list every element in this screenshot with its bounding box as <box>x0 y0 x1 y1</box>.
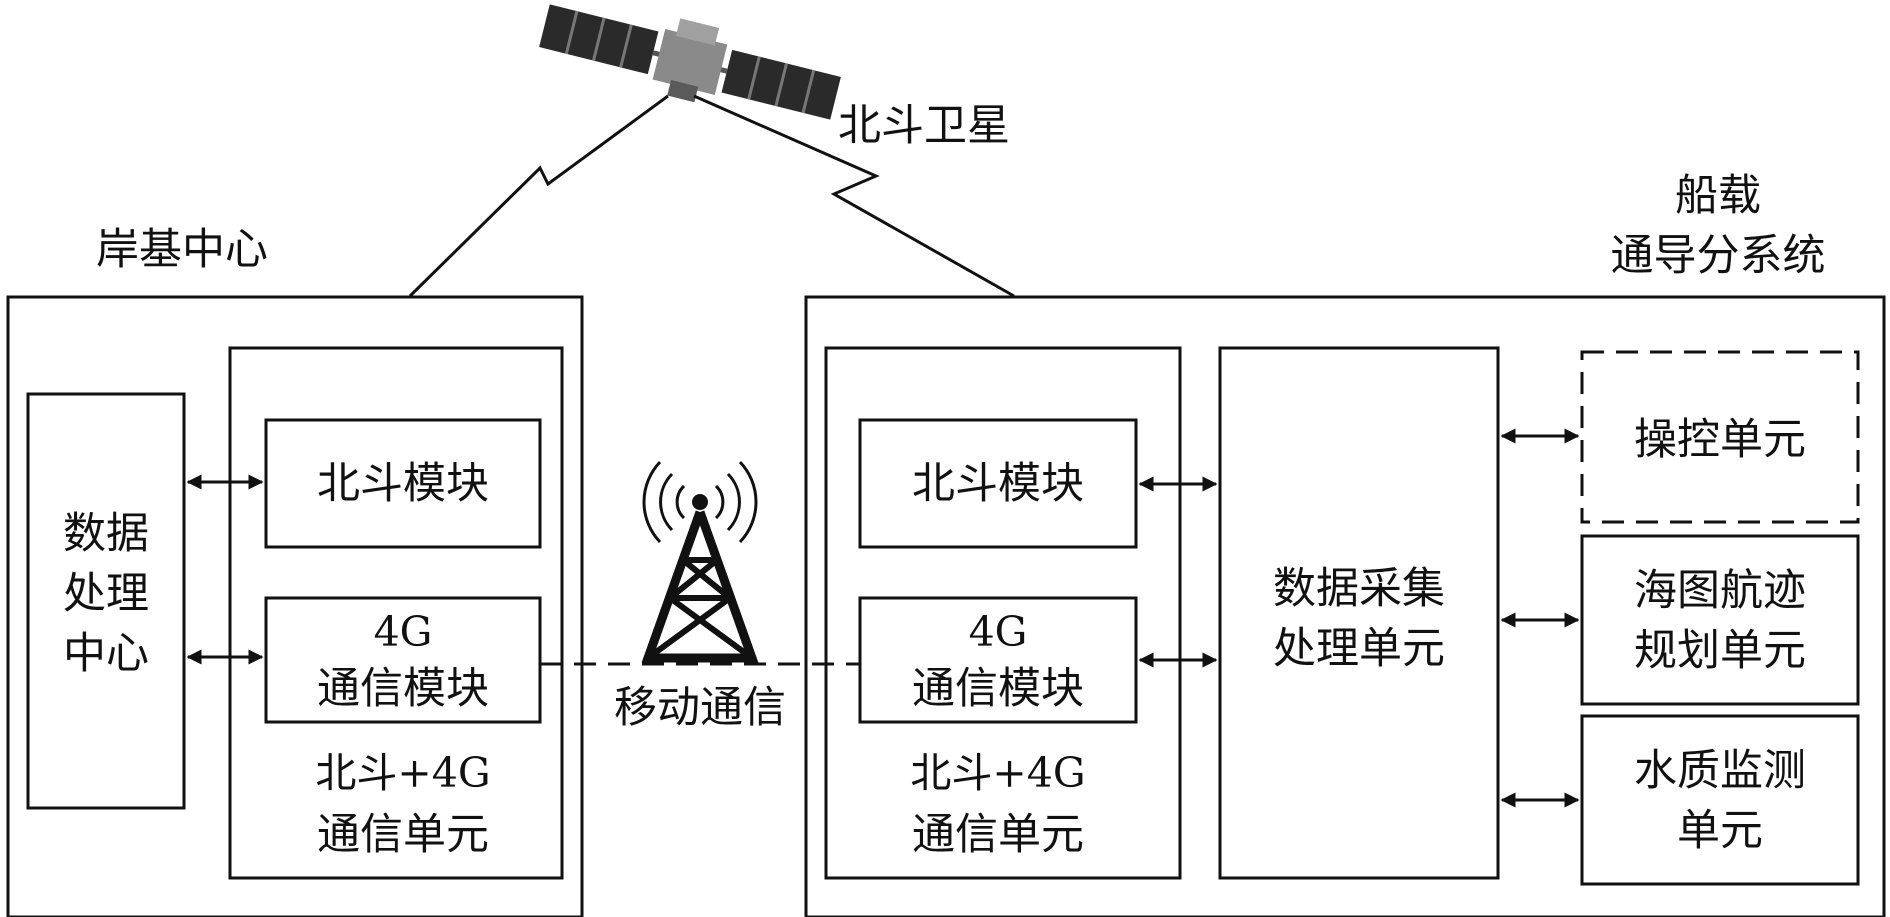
data-processing-center-line3: 中心 <box>63 629 149 679</box>
shore-beidou-module <box>264 418 542 549</box>
shore-comm-unit-label-line2: 通信单元 <box>317 810 489 860</box>
satellite-link-ship <box>693 94 1015 298</box>
ship-beidou-module <box>858 418 1138 549</box>
chart-route-planning-line2: 规划单元 <box>1634 626 1806 676</box>
data-processing-center <box>26 392 186 810</box>
satellite-label: 北斗卫星 <box>838 101 1010 151</box>
control-unit <box>1580 350 1860 524</box>
cell-tower-icon <box>641 460 759 663</box>
mobile-comm-label: 移动通信 <box>614 683 786 733</box>
ship-comm-unit-label-line1: 北斗+4G <box>910 749 1085 797</box>
chart-route-planning-unit <box>1580 534 1860 706</box>
ship-system-title-line1: 船载 <box>1675 171 1761 221</box>
ship-4g-module-line2: 通信模块 <box>912 664 1084 714</box>
control-unit-label: 操控单元 <box>1634 415 1806 465</box>
ship-4g-module-line1: 4G <box>969 608 1028 656</box>
shore-4g-module <box>264 596 542 724</box>
ship-system-title-line2: 通导分系统 <box>1611 231 1826 281</box>
shore-center-box <box>6 295 584 917</box>
shore-4g-module-line2: 通信模块 <box>317 664 489 714</box>
satellite-icon <box>539 4 841 120</box>
data-processing-center-line2: 处理 <box>63 569 149 619</box>
ship-comm-unit <box>824 346 1182 880</box>
water-quality-line2: 单元 <box>1677 806 1763 856</box>
ship-system-box <box>804 295 1886 917</box>
data-processing-center-line1: 数据 <box>63 509 149 559</box>
chart-route-planning-line1: 海图航迹 <box>1634 566 1806 616</box>
shore-center-title: 岸基中心 <box>96 225 268 275</box>
water-quality-line1: 水质监测 <box>1634 746 1806 796</box>
ship-comm-unit-label-line2: 通信单元 <box>912 810 1084 860</box>
data-acquisition-unit-line2: 处理单元 <box>1273 624 1445 674</box>
shore-4g-module-line1: 4G <box>374 608 433 656</box>
shore-beidou-module-label: 北斗模块 <box>317 459 489 509</box>
data-acquisition-unit-line1: 数据采集 <box>1273 564 1445 614</box>
water-quality-unit <box>1580 714 1860 886</box>
shore-comm-unit <box>228 346 564 880</box>
ship-4g-module <box>858 596 1138 724</box>
ship-beidou-module-label: 北斗模块 <box>912 459 1084 509</box>
shore-comm-unit-label-line1: 北斗+4G <box>315 749 490 797</box>
data-acquisition-unit <box>1218 346 1500 880</box>
satellite-link-shore <box>408 94 669 298</box>
